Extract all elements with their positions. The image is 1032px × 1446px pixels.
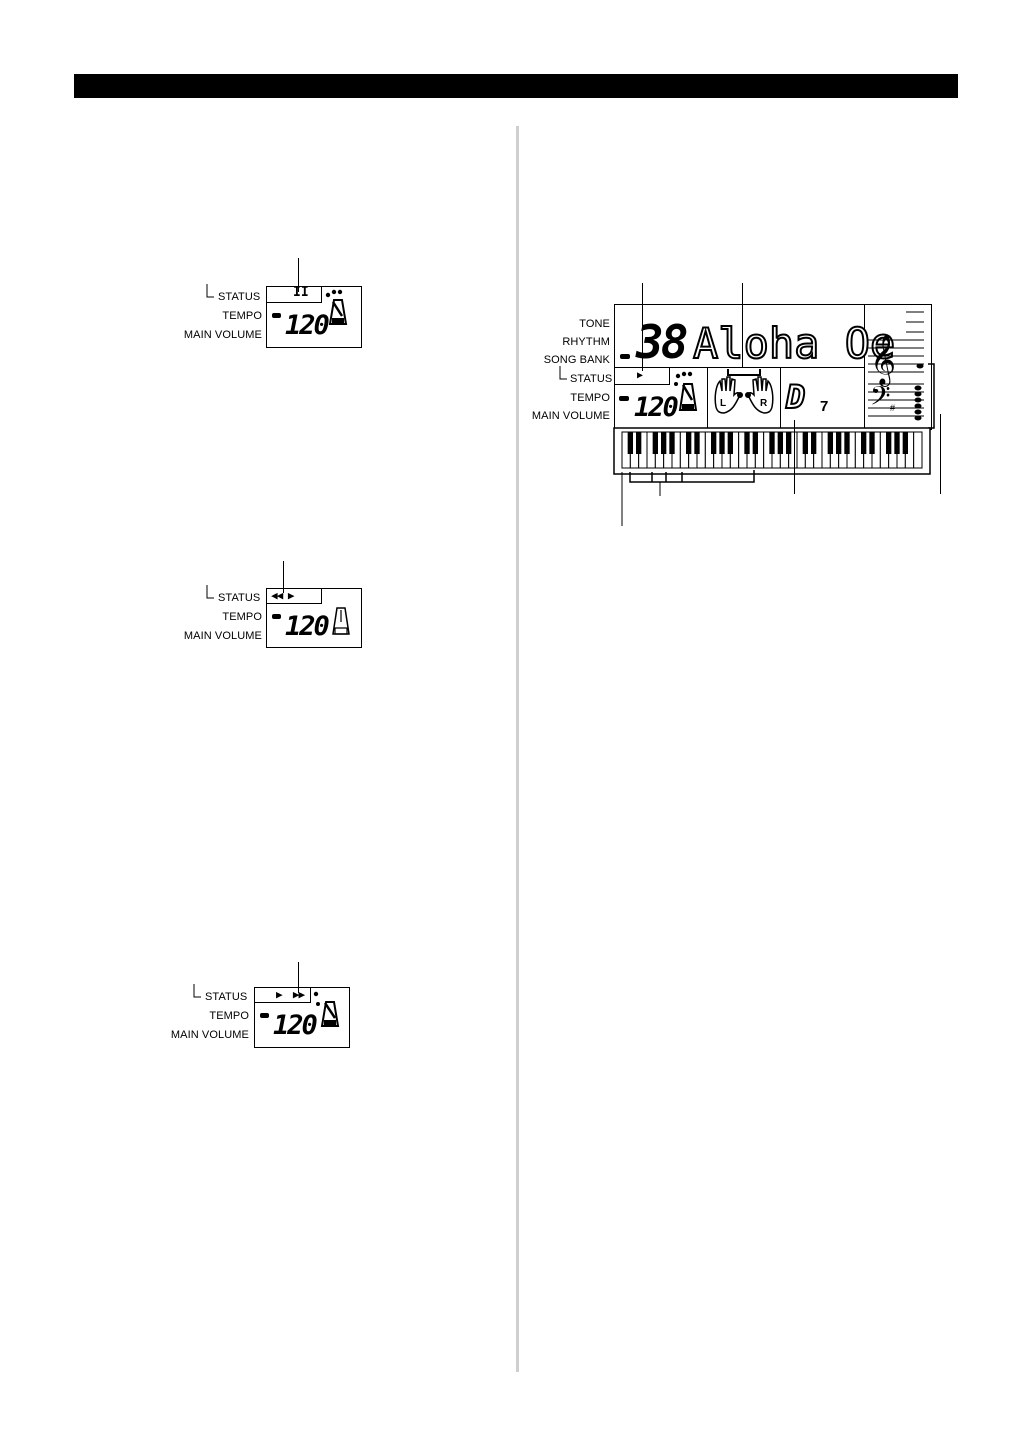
main-volume-label: MAIN VOLUME: [170, 1029, 249, 1041]
black-key: [652, 432, 658, 454]
minus-indicator: [272, 614, 281, 619]
chord-type: 7: [820, 398, 829, 415]
black-key: [869, 432, 875, 454]
header-bar: [74, 74, 958, 98]
metronome-icon: [313, 991, 340, 1027]
metronome-icon: [674, 371, 698, 411]
black-key: [636, 432, 642, 454]
black-key: [694, 432, 700, 454]
tone-label: TONE: [579, 318, 610, 330]
column-divider: [516, 126, 519, 1372]
black-key: [752, 432, 758, 454]
song-number: 38: [636, 315, 688, 369]
black-key: [786, 432, 792, 454]
status-label: STATUS: [205, 991, 248, 1003]
hands-icon: [714, 369, 774, 414]
black-key: [744, 432, 750, 454]
black-key: [902, 432, 908, 454]
play-ffwd-symbol: ▶ ▶▶: [276, 988, 305, 1001]
main-volume-label: MAIN VOLUME: [183, 329, 262, 341]
black-key: [669, 432, 675, 454]
hand-right-label: R: [760, 398, 768, 409]
sharp-symbol: #: [890, 403, 896, 413]
svg-text:𝄢: 𝄢: [870, 380, 891, 418]
black-key: [686, 432, 692, 454]
black-key: [769, 432, 775, 454]
rhythm-label: RHYTHM: [562, 336, 610, 348]
black-key: [719, 432, 725, 454]
song-bank-label: SONG BANK: [543, 354, 610, 366]
tempo-label: TEMPO: [222, 310, 262, 322]
black-key: [894, 432, 900, 454]
main-volume-label: MAIN VOLUME: [183, 630, 262, 642]
song-name: Aloha Oe: [692, 319, 896, 368]
music-staff: 𝄞 𝄢: [868, 311, 924, 421]
main-volume-label: MAIN VOLUME: [531, 410, 610, 422]
status-label: STATUS: [570, 373, 613, 385]
metronome-icon: [332, 607, 350, 635]
minus-indicator: [260, 1013, 269, 1018]
pressed-keys-bracket: [621, 470, 755, 526]
black-key: [861, 432, 867, 454]
black-key: [777, 432, 783, 454]
tempo-label: TEMPO: [570, 392, 610, 404]
svg-text:𝄞: 𝄞: [870, 334, 896, 387]
tempo-value: 120: [285, 611, 330, 642]
black-key: [802, 432, 808, 454]
metronome-icon: [325, 289, 348, 325]
black-key: [661, 432, 667, 454]
tempo-label: TEMPO: [209, 1010, 249, 1022]
black-key: [711, 432, 717, 454]
status-label: STATUS: [218, 592, 261, 604]
minus-indicator: [619, 396, 629, 401]
black-key: [886, 432, 892, 454]
white-key: [913, 431, 923, 469]
black-key: [827, 432, 833, 454]
play-symbol: ▶: [637, 370, 644, 381]
bracket-mark: [206, 284, 214, 298]
tempo-value: 120: [285, 310, 330, 341]
pause-symbol: II: [293, 285, 309, 300]
minus-indicator: [620, 354, 630, 359]
tempo-value: 120: [273, 1010, 318, 1041]
rewind-play-symbol: ◀◀ ▶: [271, 589, 294, 602]
black-key: [844, 432, 850, 454]
black-key: [627, 432, 633, 454]
black-key: [836, 432, 842, 454]
hand-left-label: L: [720, 398, 727, 409]
tempo-label: TEMPO: [222, 611, 262, 623]
keyboard-display: [613, 427, 931, 475]
status-label: STATUS: [218, 291, 261, 303]
chord-root: D: [785, 378, 806, 416]
black-key: [727, 432, 733, 454]
minus-indicator: [272, 313, 281, 318]
black-key: [811, 432, 817, 454]
tempo-value: 120: [634, 392, 679, 423]
